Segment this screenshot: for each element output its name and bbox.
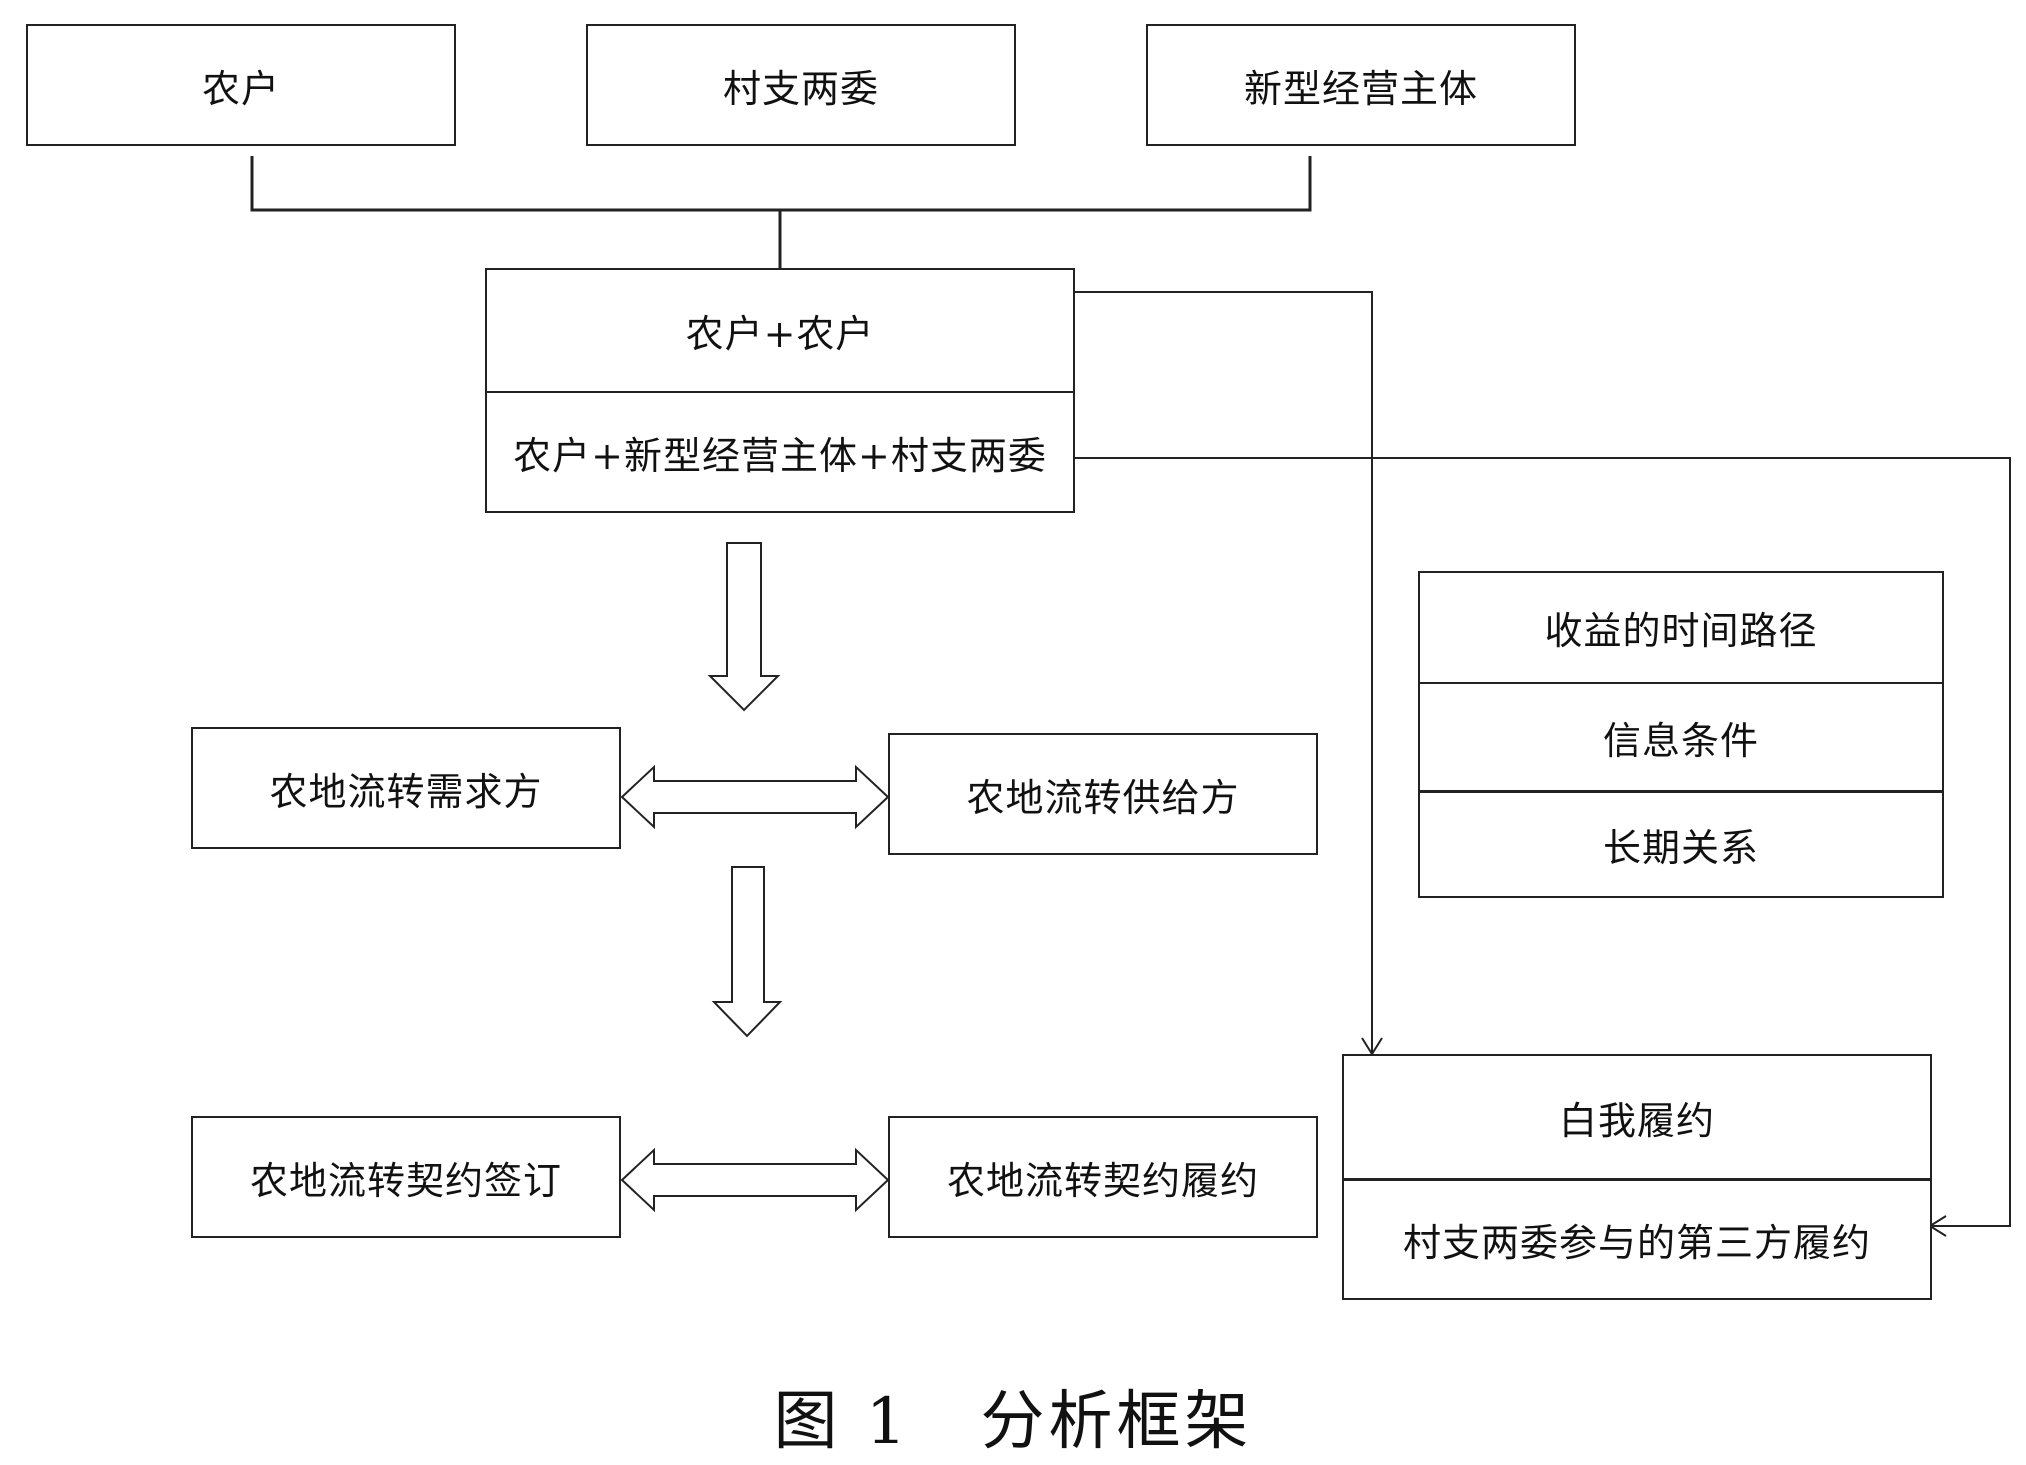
supply-label: 农地流转供给方: [966, 775, 1240, 820]
figure-caption: 图 1 分析框架: [0, 1370, 2026, 1462]
top-bracket-line: [250, 156, 1312, 212]
factors-divider-2: [1420, 790, 1942, 793]
demand-box: 农地流转需求方: [191, 727, 621, 849]
demand-label: 农地流转需求方: [269, 769, 543, 814]
signing-label: 农地流转契约签订: [249, 1158, 562, 1203]
farmer-box: 农户: [26, 24, 456, 146]
farmer-label: 农户: [201, 66, 280, 111]
third-party-fulfillment-label: 村支两委参与的第三方履约: [1402, 1221, 1871, 1265]
factor-time-path: 收益的时间路径: [1544, 609, 1818, 653]
self-fulfillment-connector: [1075, 291, 1373, 1052]
signing-box: 农地流转契约签订: [191, 1116, 621, 1238]
combination-row-multi-party: 农户+新型经营主体+村支两委: [513, 433, 1047, 478]
double-arrow-sign-perform: [620, 1147, 890, 1213]
figure-number: 图 1: [773, 1385, 911, 1459]
down-arrow-1: [707, 542, 781, 712]
fulfillment-box: 白我履约 村支两委参与的第三方履约: [1342, 1054, 1932, 1300]
double-arrow-demand-supply: [620, 764, 890, 830]
supply-box: 农地流转供给方: [888, 733, 1318, 855]
combination-row-farmer-farmer: 农户+农户: [685, 312, 875, 356]
factor-long-term-relation: 长期关系: [1602, 826, 1759, 870]
down-arrow-2: [711, 866, 783, 1038]
third-party-connector: [1075, 457, 2011, 1227]
self-fulfillment-label: 白我履约: [1558, 1098, 1715, 1143]
village-committee-box: 村支两委: [586, 24, 1016, 146]
new-entity-label: 新型经营主体: [1243, 66, 1478, 111]
combination-divider: [487, 391, 1073, 393]
village-committee-label: 村支两委: [722, 66, 879, 111]
factor-information: 信息条件: [1602, 718, 1759, 763]
combination-box: 农户+农户 农户+新型经营主体+村支两委: [485, 268, 1075, 513]
new-entity-box: 新型经营主体: [1146, 24, 1576, 146]
performance-box: 农地流转契约履约: [888, 1116, 1318, 1238]
fulfillment-divider: [1344, 1178, 1930, 1181]
performance-label: 农地流转契约履约: [946, 1158, 1259, 1203]
figure-title: 分析框架: [980, 1385, 1253, 1459]
factors-box: 收益的时间路径 信息条件 长期关系: [1418, 571, 1944, 898]
factors-divider-1: [1420, 682, 1942, 684]
